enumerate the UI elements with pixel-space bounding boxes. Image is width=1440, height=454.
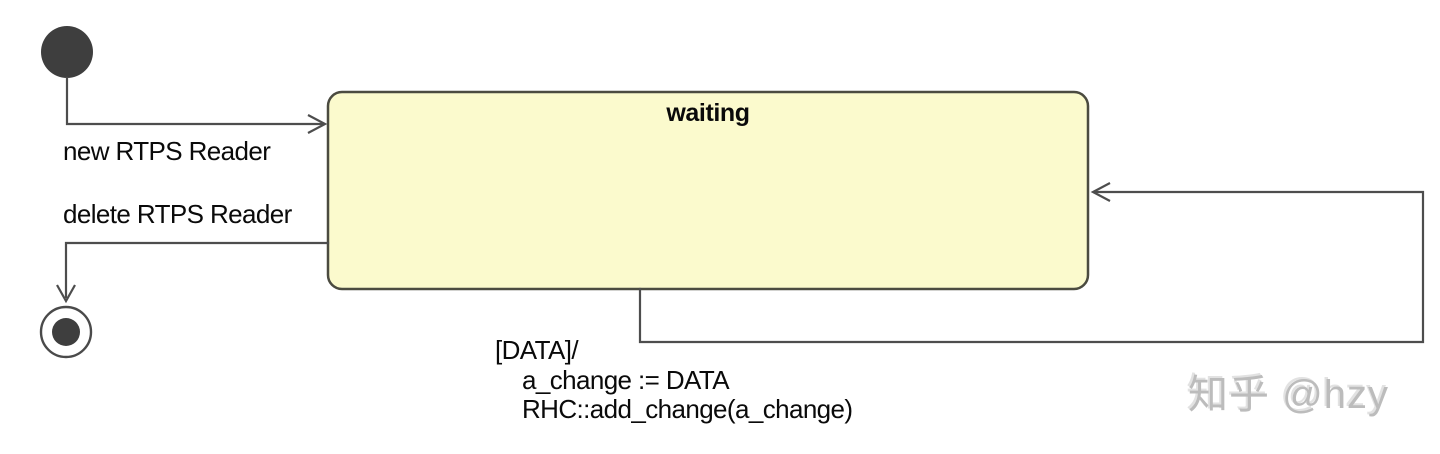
- transition-label-new-rtps-reader: new RTPS Reader: [63, 136, 271, 166]
- transition-new-reader-line: [65, 76, 325, 126]
- transition-label-data-guard: [DATA]/: [495, 335, 579, 365]
- initial-state-icon: [41, 26, 93, 78]
- watermark: 知乎 @hzy: [1188, 373, 1389, 417]
- arrowhead-left-icon: [1090, 182, 1111, 202]
- state-waiting-box: [326, 90, 1090, 291]
- arrowhead-down-icon: [56, 284, 76, 304]
- state-waiting-title: waiting: [666, 99, 750, 127]
- arrowhead-right-icon: [307, 114, 328, 134]
- transition-label-data-action-2: RHC::add_change(a_change): [522, 394, 853, 424]
- transition-data-loop-line: [638, 190, 1425, 344]
- final-state-dot-icon: [52, 318, 80, 346]
- transition-label-delete-rtps-reader: delete RTPS Reader: [63, 199, 292, 229]
- transition-label-data-action-1: a_change := DATA: [522, 365, 730, 395]
- transition-delete-reader-line: [64, 241, 330, 299]
